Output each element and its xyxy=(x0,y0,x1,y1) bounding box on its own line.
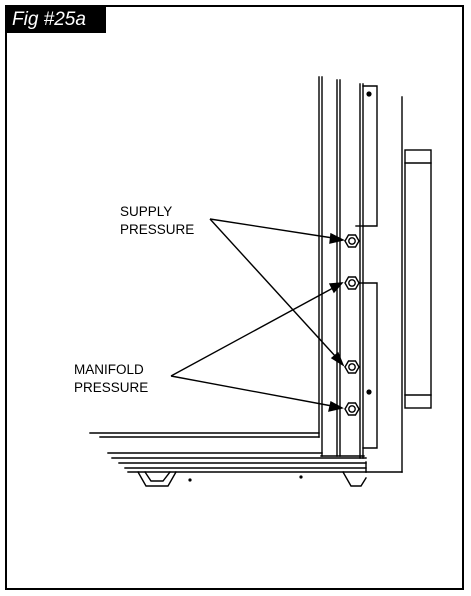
supply-callout-line1: SUPPLY xyxy=(120,204,172,219)
valve-panel xyxy=(355,85,378,449)
supply-pressure-tap-lower xyxy=(344,360,360,374)
supply-leader-arrows xyxy=(209,218,346,367)
mounting-dots xyxy=(188,91,372,482)
manifold-leader-arrows xyxy=(170,282,344,412)
base-rails xyxy=(89,432,367,473)
figure-frame xyxy=(5,5,464,590)
manifold-pressure-tap-lower xyxy=(344,402,360,416)
supply-pressure-tap-upper xyxy=(344,234,360,248)
supply-callout-line2: PRESSURE xyxy=(120,222,194,237)
manifold-callout-line2: PRESSURE xyxy=(74,380,148,395)
outer-wall xyxy=(365,96,403,473)
vertical-rails xyxy=(318,76,365,459)
base-feet xyxy=(137,471,367,487)
side-flange xyxy=(404,149,432,409)
manifold-callout-line1: MANIFOLD xyxy=(74,362,144,377)
figure-label: Fig #25a xyxy=(7,7,106,33)
manifold-pressure-tap-upper xyxy=(344,276,360,290)
